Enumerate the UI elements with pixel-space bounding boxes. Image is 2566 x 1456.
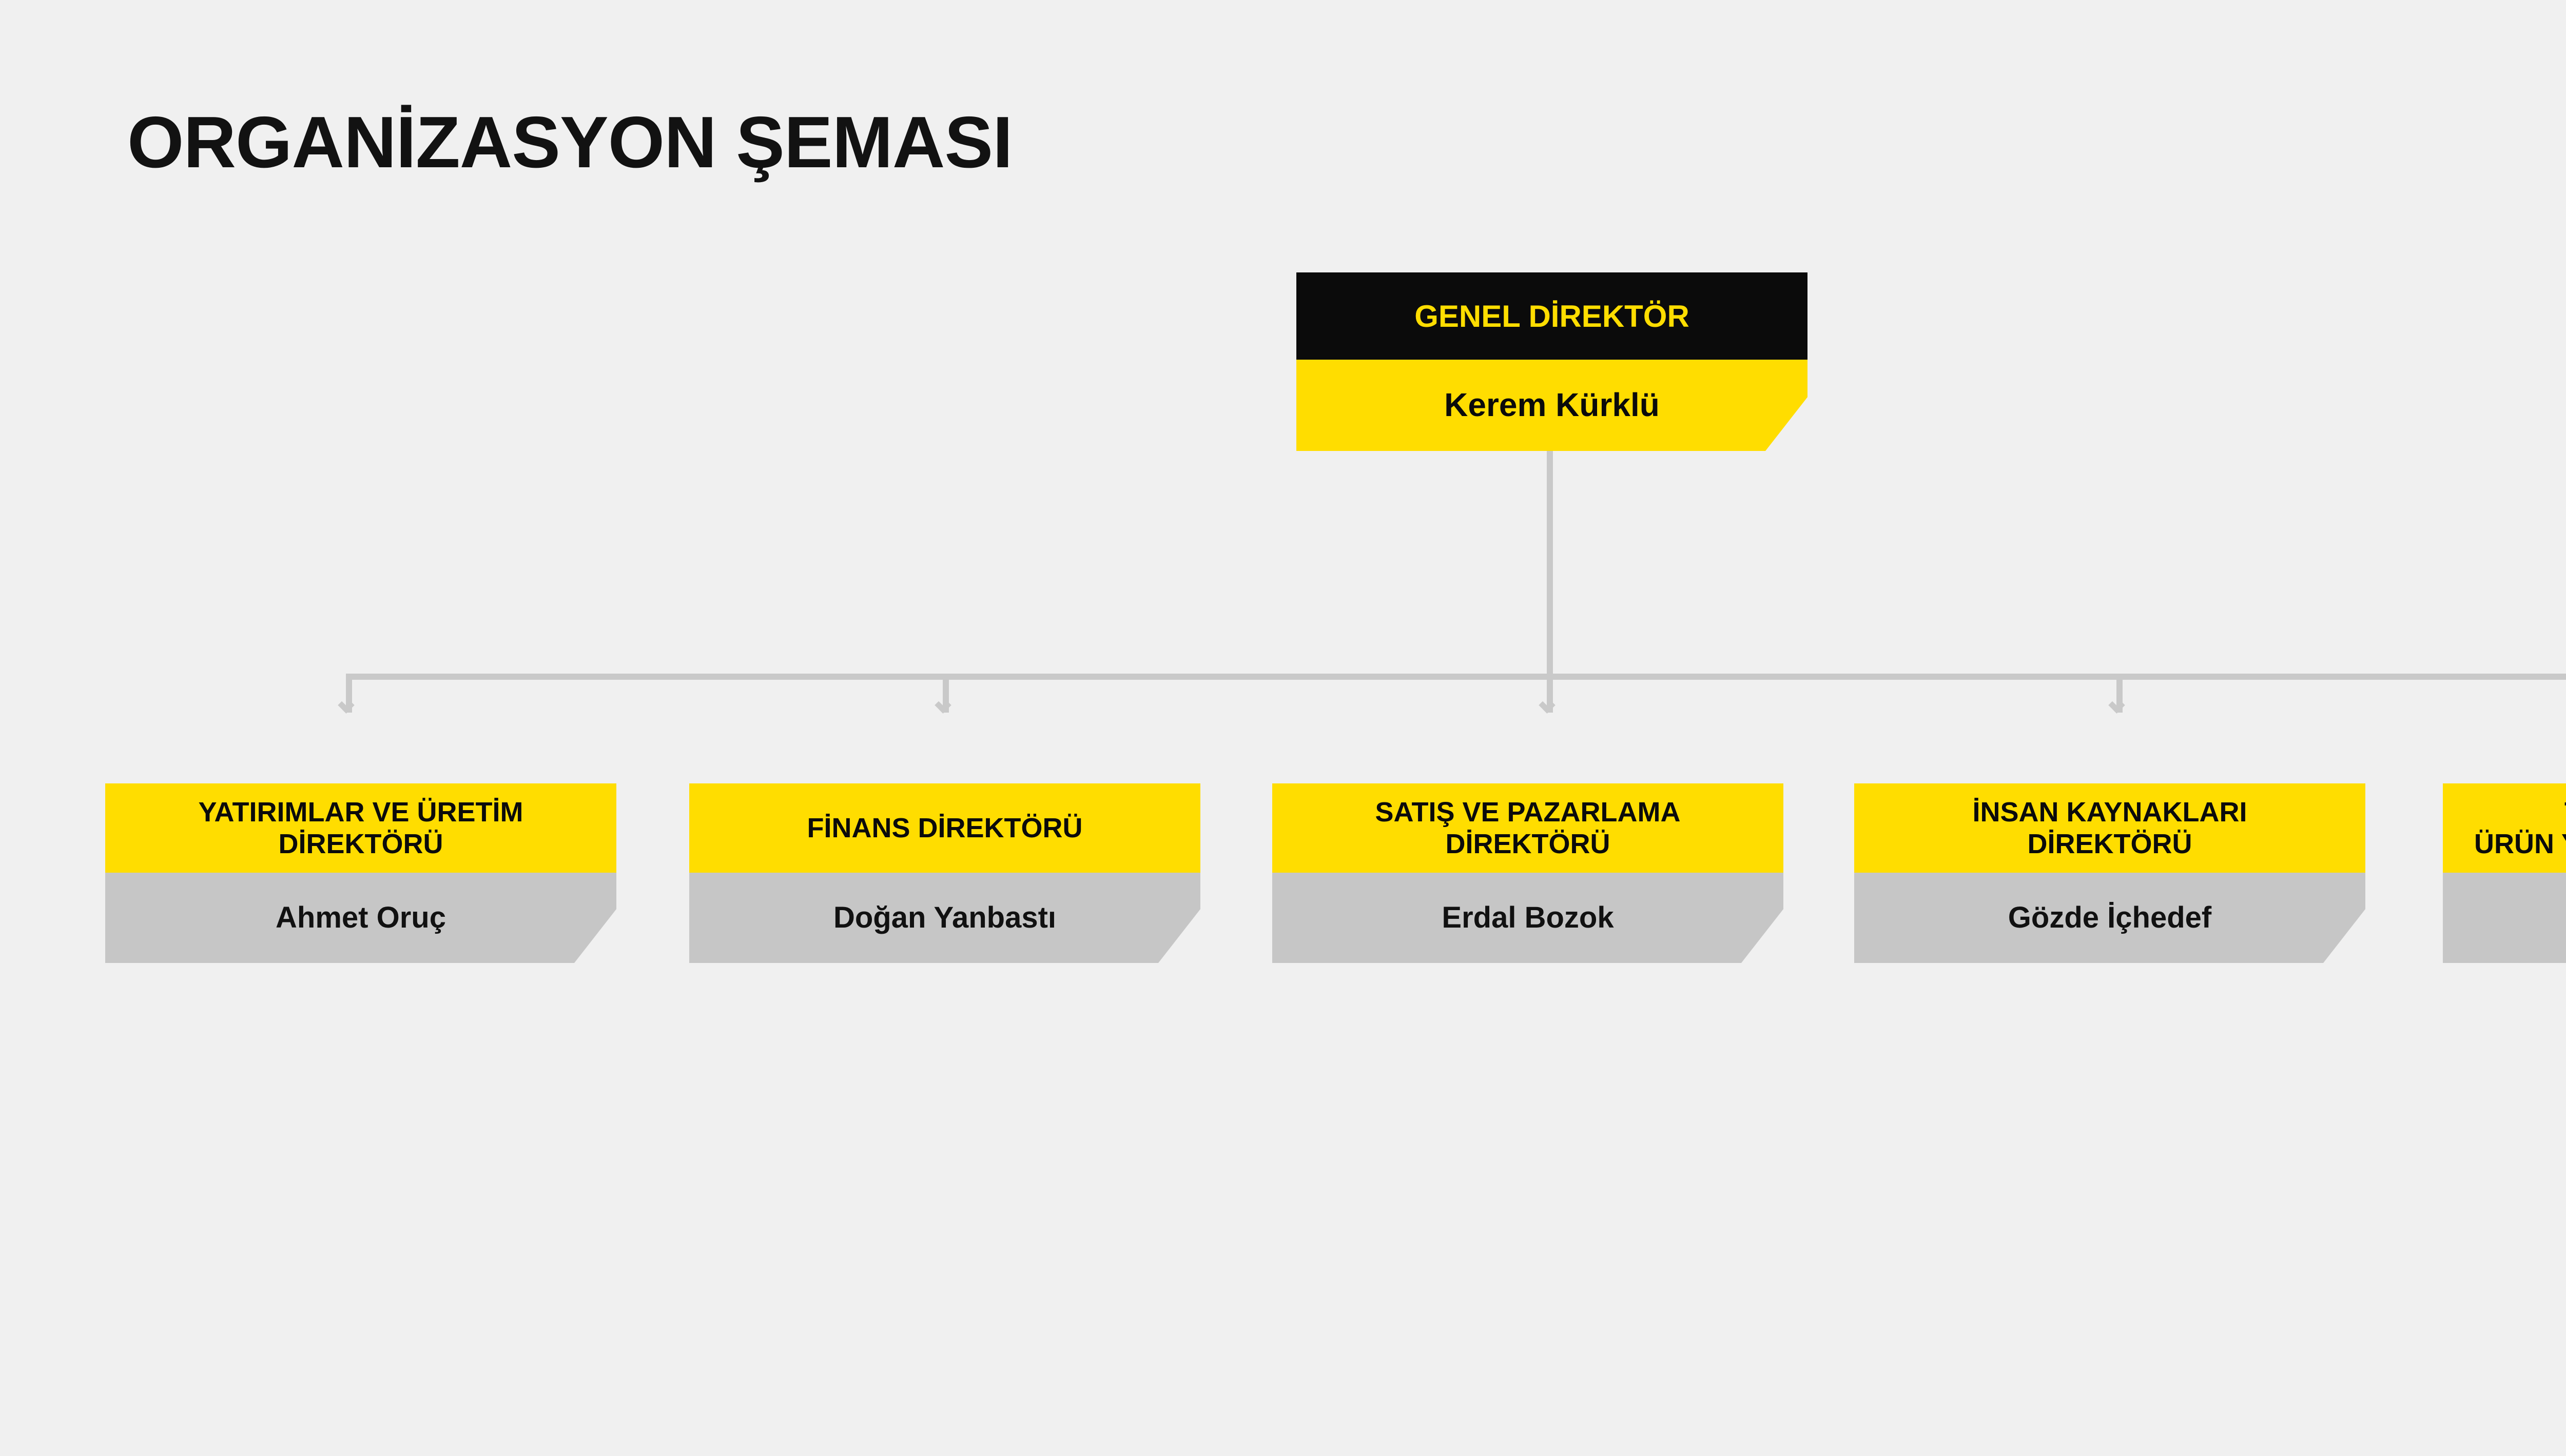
org-root-box: GENEL DİREKTÖR Kerem Kürklü [1296,272,1807,451]
org-root-name: Kerem Kürklü [1296,360,1807,451]
department-role: İNSAN KAYNAKLARI DİREKTÖRÜ [1854,783,2365,873]
department-box: İNSAN KAYNAKLARI DİREKTÖRÜ Gözde İçhedef [1854,783,2365,963]
department-role: SATIŞ VE PAZARLAMA DİREKTÖRÜ [1272,783,1783,873]
department-role: FİNANS DİREKTÖRÜ [689,783,1200,873]
department-name: Mustafa Rüştü Uz [2443,873,2566,963]
connector-stem [943,674,949,713]
connector-root-stem [1547,451,1553,713]
page-title: ORGANİZASYON ŞEMASI [127,102,1013,183]
department-name: Doğan Yanbastı [689,873,1200,963]
department-name: Erdal Bozok [1272,873,1783,963]
department-box: TEKNİK DESTEK VE ÜRÜN YÖNETİM KOORDİNATÖ… [2443,783,2566,963]
connector-horizontal-line [346,674,2566,680]
connector-stem [2116,674,2123,713]
org-root-role: GENEL DİREKTÖR [1296,272,1807,360]
department-box: FİNANS DİREKTÖRÜ Doğan Yanbastı [689,783,1200,963]
department-box: YATIRIMLAR VE ÜRETİM DİREKTÖRÜ Ahmet Oru… [105,783,616,963]
department-role: YATIRIMLAR VE ÜRETİM DİREKTÖRÜ [105,783,616,873]
department-box: SATIŞ VE PAZARLAMA DİREKTÖRÜ Erdal Bozok [1272,783,1783,963]
department-name: Ahmet Oruç [105,873,616,963]
connector-stem [346,674,352,713]
department-role: TEKNİK DESTEK VE ÜRÜN YÖNETİM KOORDİNATÖ… [2443,783,2566,873]
department-name: Gözde İçhedef [1854,873,2365,963]
